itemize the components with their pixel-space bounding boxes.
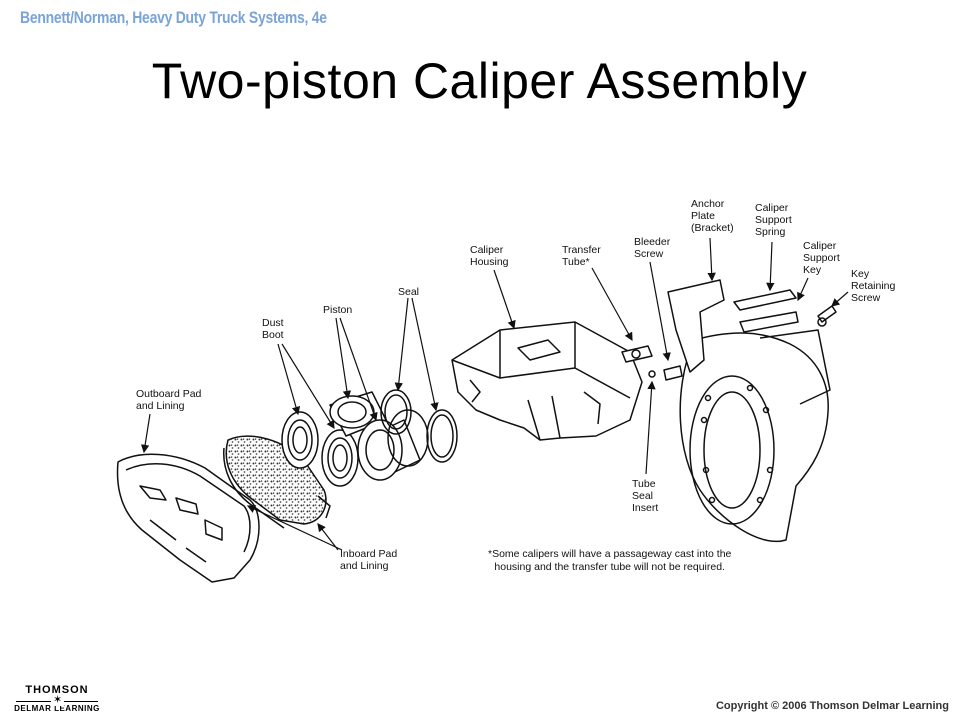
publisher-line1: THOMSON [25, 684, 89, 696]
label-transfer-tube: Transfer Tube* [562, 244, 601, 268]
outboard-pad-shape [116, 453, 260, 583]
publisher-logo: THOMSON ✶ DELMAR LEARNING [12, 684, 102, 713]
caliper-housing-shape [451, 321, 643, 441]
transfer-tube-shape [621, 345, 683, 381]
publisher-line2: DELMAR LEARNING [14, 704, 100, 713]
label-dust-boot: Dust Boot [262, 317, 284, 341]
star-icon: ✶ [51, 694, 65, 706]
transfer-tube-footnote: *Some calipers will have a passageway ca… [488, 548, 732, 573]
label-inboard-pad: Inboard Pad and Lining [340, 548, 398, 572]
label-key-retaining-screw: Key Retaining Screw [851, 268, 896, 304]
leader-lines [140, 237, 849, 551]
piston-shape [329, 391, 429, 481]
label-caliper-support-key: Caliper Support Key [803, 240, 840, 276]
copyright-notice: Copyright © 2006 Thomson Delmar Learning [715, 700, 949, 712]
key-retaining-screw-shape [817, 305, 837, 327]
label-tube-seal-insert: Tube Seal Insert [632, 478, 659, 514]
label-caliper-housing: Caliper Housing [470, 244, 509, 268]
book-title-header: Bennett/Norman, Heavy Duty Truck Systems… [20, 8, 327, 27]
dust-boot-shape [281, 411, 359, 487]
support-spring-shape [733, 289, 799, 333]
label-anchor-plate: Anchor Plate (Bracket) [691, 198, 734, 234]
anchor-plate-shape [667, 279, 831, 543]
label-piston: Piston [323, 304, 353, 316]
label-seal: Seal [398, 286, 420, 298]
label-caliper-support-spring: Caliper Support Spring [755, 202, 792, 238]
label-bleeder-screw: Bleeder Screw [634, 236, 671, 260]
slide-title: Two-piston Caliper Assembly [151, 53, 808, 109]
label-outboard-pad: Outboard Pad and Lining [136, 388, 202, 412]
